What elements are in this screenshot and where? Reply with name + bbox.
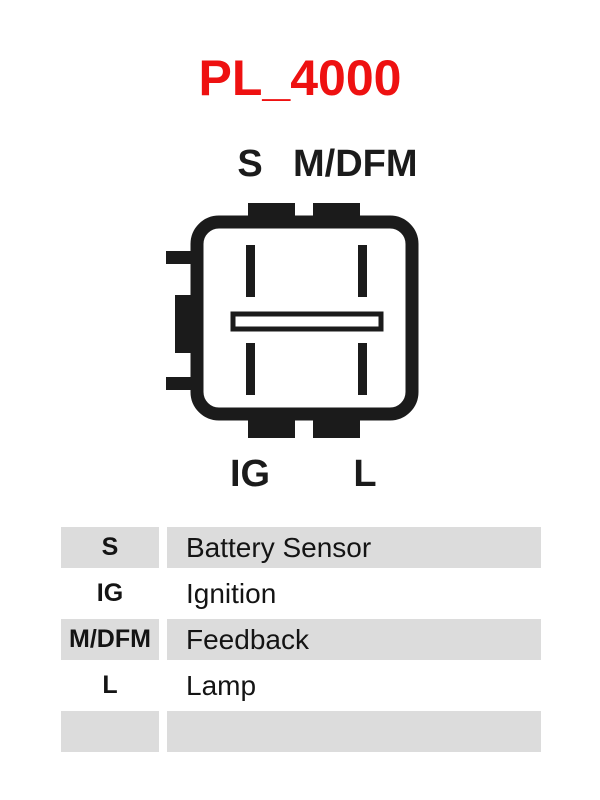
connector-label-mdfm: M/DFM [293,143,418,185]
pin-function-legend: S Battery Sensor IG Ignition M/DFM Feedb… [61,527,541,752]
legend-pin [61,711,159,752]
connector-label-ig: IG [229,453,271,495]
connector-pin-slots [246,245,367,395]
legend-desc: Ignition [186,577,277,609]
legend-pin: S [61,527,159,568]
connector-center-bar [230,311,384,332]
connector-illustration [150,195,450,445]
legend-desc: Lamp [186,669,257,701]
legend-row [61,711,541,752]
connector-label-l: L [353,453,377,495]
legend-desc: Battery Sensor [167,527,541,568]
legend-row: IG Ignition [61,573,541,614]
legend-row: M/DFM Feedback [61,619,541,660]
legend-pin: M/DFM [61,619,159,660]
connector-label-s: S [237,143,263,185]
legend-pin: IG [96,579,124,607]
legend-row: L Lamp [61,665,541,706]
page-title: PL_4000 [198,50,402,106]
legend-row: S Battery Sensor [61,527,541,568]
legend-desc [167,711,541,752]
legend-pin: L [102,671,118,699]
legend-desc: Feedback [167,619,541,660]
connector-bottom-tabs [248,416,360,438]
